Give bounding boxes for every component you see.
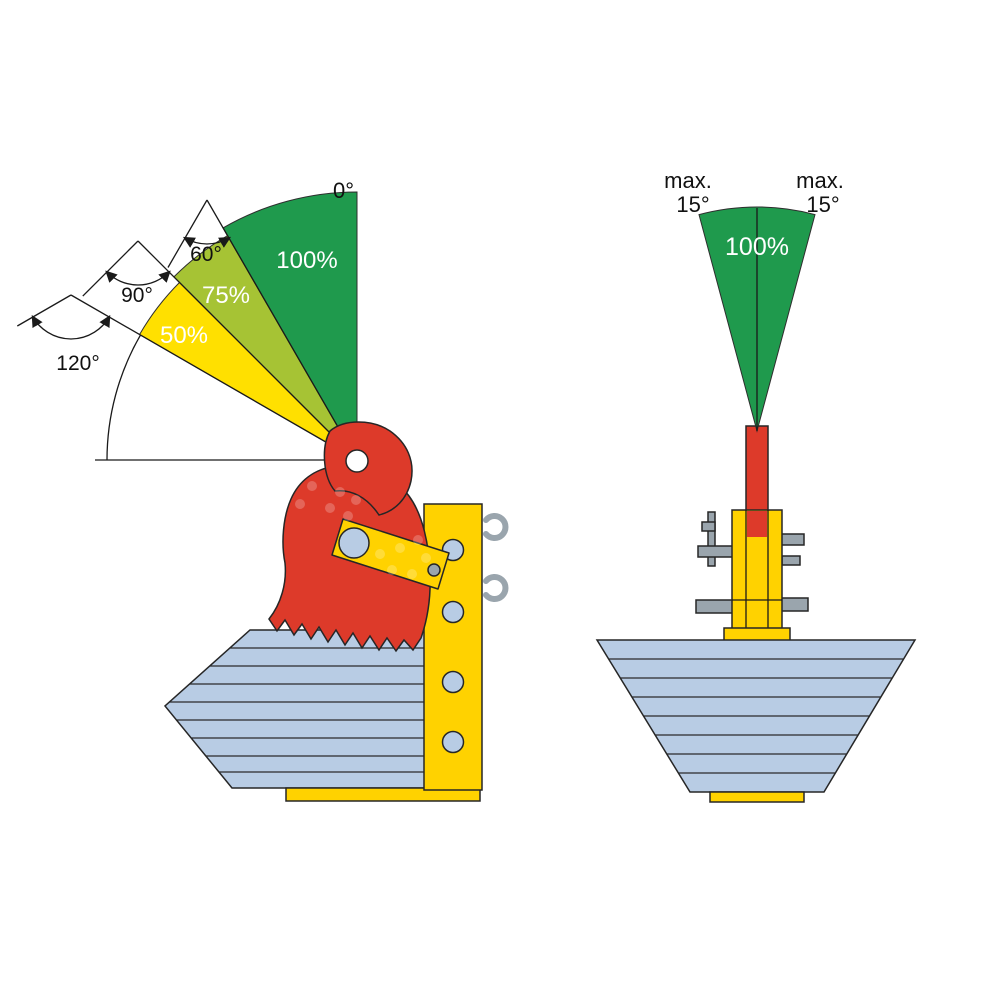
capacity-label-75: 75% [202,282,250,309]
retaining-clip-lower [483,574,509,602]
boundary-line-45 [137,240,358,461]
bolt-left-upper [697,545,735,558]
capacity-label-100: 100% [276,247,337,274]
boundary-line-60 [70,294,358,461]
jaw-bar-hole-2 [441,600,465,624]
cam-link-arm [331,518,450,590]
angle-marker-60-label: 60° [190,243,222,266]
zero-degree-label: 0° [333,178,354,203]
left-angle-label: 15° [676,192,709,217]
angle-marker-60-arm [167,199,208,268]
link-bar-bolt [427,563,441,577]
right-angle-label: 15° [806,192,839,217]
side-pin-left [707,511,716,567]
lifting-eye [323,421,413,516]
jaw-bar-hole-3 [441,670,465,694]
angle-marker-60: 60° [167,199,232,268]
angle-marker-120-arm [16,294,72,327]
angle-marker-90-arm [82,240,139,297]
front-view-diagram: max. 15° max. 15° 100% [595,168,917,803]
bolt-right-lower [779,597,809,612]
capacity-label-50: 50% [160,322,208,349]
right-max-label: max. [796,168,844,193]
front-capacity-label: 100% [725,233,789,261]
bolt-left-lower [695,599,735,614]
clamp-jaw-bar [423,503,483,791]
angle-marker-90-label: 90° [121,284,153,307]
clamp-front [695,509,809,645]
watermark [295,481,431,579]
link-pivot-pin [338,527,370,559]
load-plate-stack-front [595,639,917,793]
boundary-line-30 [206,199,358,461]
angle-marker-90: 90° [82,240,171,307]
strap-in-slot [747,511,767,537]
bolt-right-mid [781,555,801,566]
capacity-sector-100 [222,191,358,462]
clamp-foot-side [285,787,481,802]
clamp-foot-front [709,791,805,803]
reference-arc [106,334,142,461]
jaw-bar-hole-4 [441,730,465,754]
retaining-clip-upper [483,513,509,541]
left-max-label: max. [664,168,712,193]
lifting-eye-hole [345,449,369,473]
angle-marker-90-arc [105,270,171,286]
angle-marker-120: 120° [16,294,111,375]
lifting-eye-plate [323,421,413,516]
side-pin-left-nut [701,521,716,532]
strap-front [745,425,769,519]
angle-marker-120-arc [31,314,111,340]
angle-marker-60-arc [182,236,232,248]
angle-marker-120-label: 120° [56,352,99,375]
bolt-right-upper [779,533,805,546]
side-view-diagram: 60° 90° 120° 0° 100% 75% 50% [16,178,509,802]
